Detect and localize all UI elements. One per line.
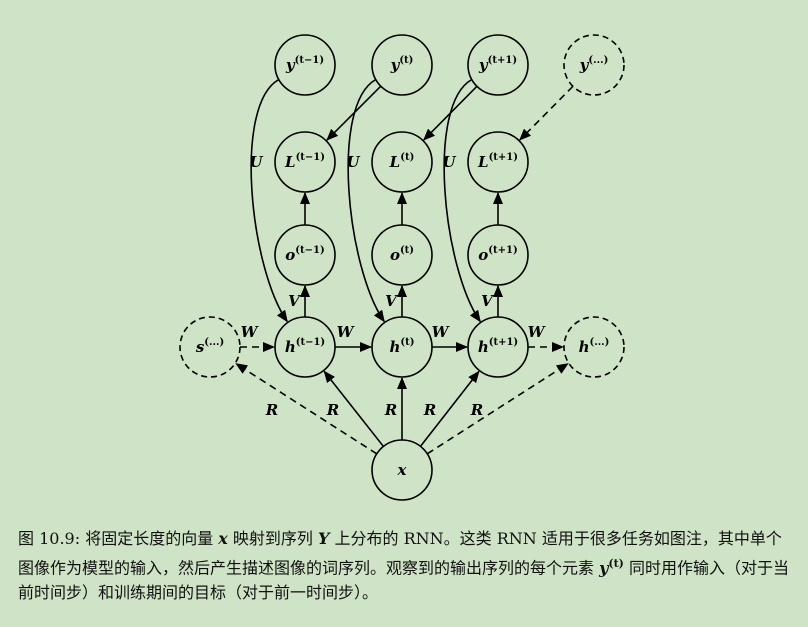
node-h-tm1-label: h(t−1)	[285, 337, 325, 356]
node-h-dots: h(...)	[563, 316, 625, 378]
node-L-t-label: L(t)	[389, 152, 415, 171]
node-h-tp1-circle	[467, 316, 529, 378]
node-y-t: y(t)	[371, 34, 433, 96]
node-o-tp1-circle	[467, 224, 529, 286]
rnn-diagram: y(t−1) y(t) y(t+1) y(...) L(t−1) L(t) L(t+1) o(…	[179, 34, 625, 501]
node-y-dots-circle	[563, 34, 625, 96]
edge-h-tp1-to-o-tp1-label: V	[481, 292, 494, 310]
edge-s-dots-to-h-tm1-label: W	[241, 323, 260, 341]
edge-labels: U U U V V V W W W W R R R R R	[241, 153, 547, 419]
node-h-t-label: h(t)	[390, 337, 415, 356]
node-s-dots-circle	[179, 316, 241, 378]
node-h-tp1-label: h(t+1)	[478, 337, 518, 356]
node-L-tp1-circle	[467, 131, 529, 193]
edge-y-dots-to-L-tp1	[519, 85, 574, 141]
edge-h-tm1-to-h-t-label: W	[337, 323, 356, 341]
node-h-dots-label: h(...)	[579, 337, 610, 356]
edge-y-t-to-h-t-label: U	[346, 153, 360, 171]
node-s-dots: s(...)	[179, 316, 241, 378]
node-L-t: L(t)	[371, 131, 433, 193]
node-y-tp1-circle	[467, 34, 529, 96]
node-L-tp1-label: L(t+1)	[477, 152, 518, 171]
node-L-tm1-label: L(t−1)	[284, 152, 325, 171]
node-x: x	[371, 439, 433, 501]
node-o-t-label: o(t)	[390, 245, 414, 264]
node-h-dots-circle	[563, 316, 625, 378]
node-L-tm1: L(t−1)	[274, 131, 336, 193]
node-L-tm1-circle	[274, 131, 336, 193]
node-o-tm1-circle	[274, 224, 336, 286]
edge-y-tp1-to-h-tp1	[443, 78, 481, 323]
edge-h-t-to-h-tp1-label: W	[432, 323, 451, 341]
node-y-dots: y(...)	[563, 34, 625, 96]
caption-math-y: y	[599, 558, 609, 578]
node-o-tm1-label: o(t−1)	[285, 245, 324, 264]
node-y-tp1-label: y(t+1)	[478, 55, 517, 74]
node-y-dots-label: y(...)	[579, 55, 609, 74]
edge-y-tp1-to-h-tp1-label: U	[442, 153, 456, 171]
caption-text-4: 同时用作输入（对于当前时间步）和训练期间的目标（对于前一时间步）。	[18, 558, 789, 603]
node-o-t-circle	[371, 224, 433, 286]
node-y-tp1: y(t+1)	[467, 34, 529, 96]
edge-x-to-h-dots	[426, 363, 569, 455]
edge-y-tm1-to-h-tm1	[250, 78, 288, 323]
node-h-tm1: h(t−1)	[274, 316, 336, 378]
caption-text-3: 上分布的 RNN。这类 RNN 适用于很多任务如图注，其中单个图像作为模型的输入…	[18, 529, 782, 578]
edge-x-to-h-tp1	[419, 370, 480, 447]
caption-math-x: x	[218, 529, 228, 548]
caption-figure-number: 图 10.9:	[18, 529, 81, 548]
node-o-tp1-label: o(t+1)	[478, 245, 517, 264]
node-o-tp1: o(t+1)	[467, 224, 529, 286]
node-x-label: x	[397, 461, 408, 479]
nodes: y(t−1) y(t) y(t+1) y(...) L(t−1) L(t) L(t+1) o(…	[179, 34, 625, 501]
figure-caption: 图 10.9: 将固定长度的向量 x 映射到序列 Y 上分布的 RNN。这类 R…	[18, 526, 793, 605]
node-h-tp1: h(t+1)	[467, 316, 529, 378]
caption-text-1: 将固定长度的向量	[80, 529, 219, 548]
node-L-tp1: L(t+1)	[467, 131, 529, 193]
node-L-t-circle	[371, 131, 433, 193]
edge-x-to-h-t-label: R	[384, 401, 397, 419]
edge-x-to-s-dots	[235, 363, 378, 455]
node-y-tm1-circle	[274, 34, 336, 96]
caption-math-Y: Y	[318, 529, 330, 548]
edge-x-to-h-tp1-label: R	[423, 401, 436, 419]
node-o-tm1: o(t−1)	[274, 224, 336, 286]
edge-x-to-h-tm1-label: R	[326, 401, 339, 419]
edge-h-tp1-to-h-dots-label: W	[528, 323, 547, 341]
caption-text-2: 映射到序列	[227, 529, 319, 548]
edge-x-to-h-dots-label: R	[470, 401, 483, 419]
edge-y-tm1-to-h-tm1-label: U	[249, 153, 263, 171]
node-o-t: o(t)	[371, 224, 433, 286]
edge-x-to-s-dots-label: R	[265, 401, 278, 419]
node-y-tm1: y(t−1)	[274, 34, 336, 96]
edge-h-t-to-o-t-label: V	[385, 292, 398, 310]
caption-math-y-sup: (t)	[608, 557, 624, 570]
node-x-circle	[371, 439, 433, 501]
node-h-t: h(t)	[371, 316, 433, 378]
edge-h-tm1-to-o-tm1-label: V	[288, 292, 301, 310]
edge-y-t-to-h-t	[347, 78, 385, 323]
node-h-tm1-circle	[274, 316, 336, 378]
edge-x-to-h-tm1	[323, 370, 385, 447]
node-y-t-circle	[371, 34, 433, 96]
node-y-tm1-label: y(t−1)	[285, 55, 324, 74]
node-y-t-label: y(t)	[390, 55, 414, 74]
edges	[235, 78, 574, 455]
node-s-dots-label: s(...)	[196, 337, 224, 356]
node-h-t-circle	[371, 316, 433, 378]
